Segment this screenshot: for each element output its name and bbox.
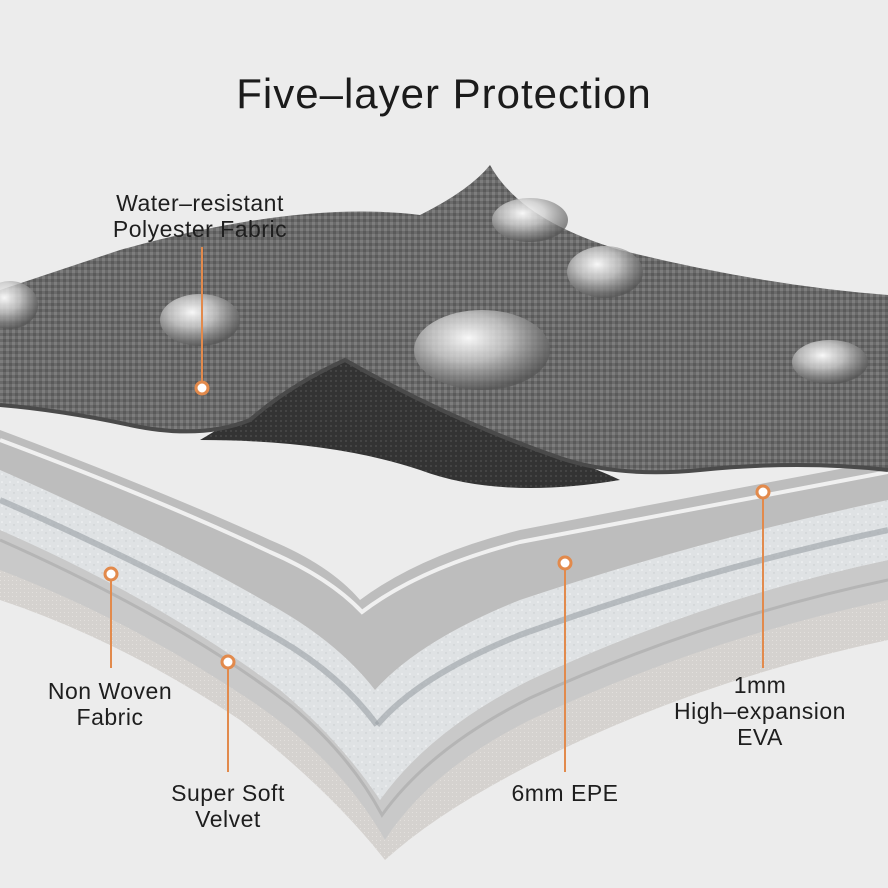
- epe-marker: [557, 555, 573, 571]
- velvet-marker: [220, 654, 236, 670]
- eva-layer: [0, 430, 888, 690]
- water-droplet: [567, 246, 643, 298]
- nonwoven-marker: [103, 566, 119, 582]
- label-line: Fabric: [76, 704, 144, 730]
- water-droplet: [160, 294, 240, 346]
- water-droplet: [414, 310, 550, 390]
- label-line: High–expansion: [674, 698, 846, 724]
- water-droplet: [492, 198, 568, 242]
- velvet-layer: [0, 560, 888, 860]
- water-droplet: [0, 281, 38, 329]
- label-line: Water–resistant: [116, 190, 284, 216]
- label-line: Non Woven: [47, 678, 173, 704]
- backing-layer: [200, 360, 620, 488]
- label-line: 1mm: [733, 672, 787, 698]
- label-water-resistant-fabric: Water–resistant Polyester Fabric: [60, 190, 340, 242]
- label-line: Velvet: [195, 806, 261, 832]
- label-non-woven-fabric: Non Woven Fabric: [10, 678, 210, 730]
- label-line: Super Soft: [171, 780, 285, 806]
- page-title: Five–layer Protection: [236, 70, 652, 117]
- label-epe: 6mm EPE: [470, 780, 660, 806]
- label-line: Polyester Fabric: [112, 216, 288, 242]
- water-marker: [194, 380, 210, 396]
- label-eva: 1mm High–expansion EVA: [630, 672, 888, 750]
- label-line: EVA: [737, 724, 783, 750]
- label-velvet: Super Soft Velvet: [128, 780, 328, 832]
- water-droplet: [792, 340, 868, 384]
- label-line: 6mm EPE: [511, 780, 619, 806]
- eva-marker: [755, 484, 771, 500]
